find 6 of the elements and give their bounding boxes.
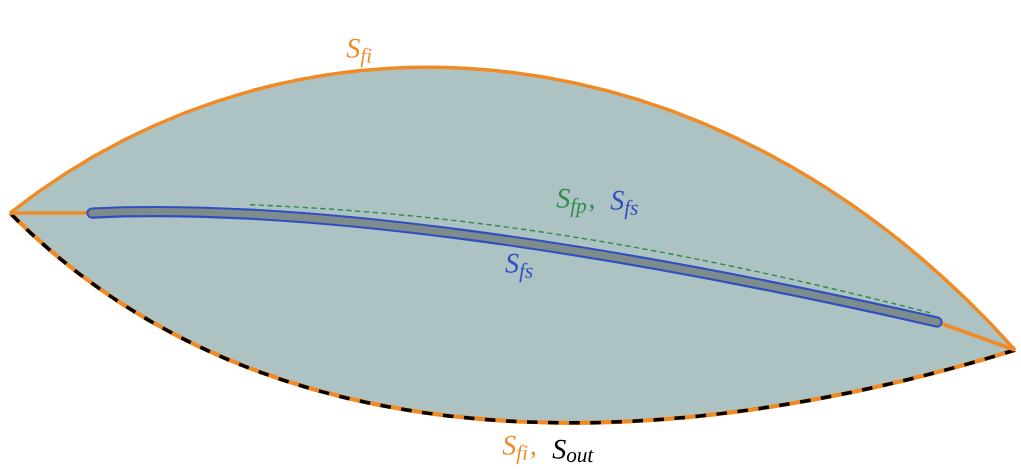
- boundary-label: S$_{fp}$,: [556, 188, 594, 218]
- boundary-label: S$_{fs}$: [610, 190, 638, 220]
- boundary-label: S$_{fs}$: [505, 253, 533, 283]
- boundary-label: S$_{fi}$,: [502, 435, 535, 465]
- boundary-label: S$_{fi}$: [346, 38, 372, 68]
- boundary-label: S$_{out}$: [552, 439, 594, 463]
